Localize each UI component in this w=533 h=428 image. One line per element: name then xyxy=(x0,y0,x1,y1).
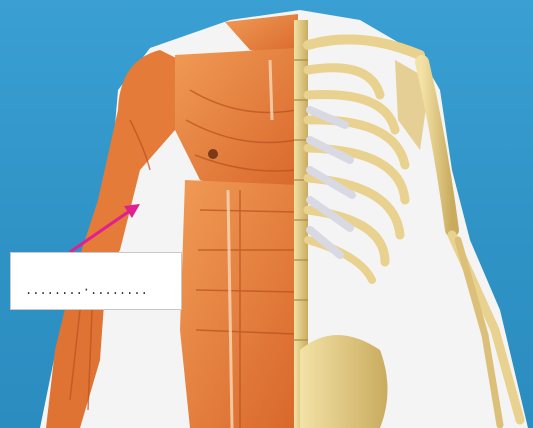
answer-box[interactable]: ........·........ xyxy=(10,252,182,310)
answer-placeholder: ........·........ xyxy=(25,283,148,297)
